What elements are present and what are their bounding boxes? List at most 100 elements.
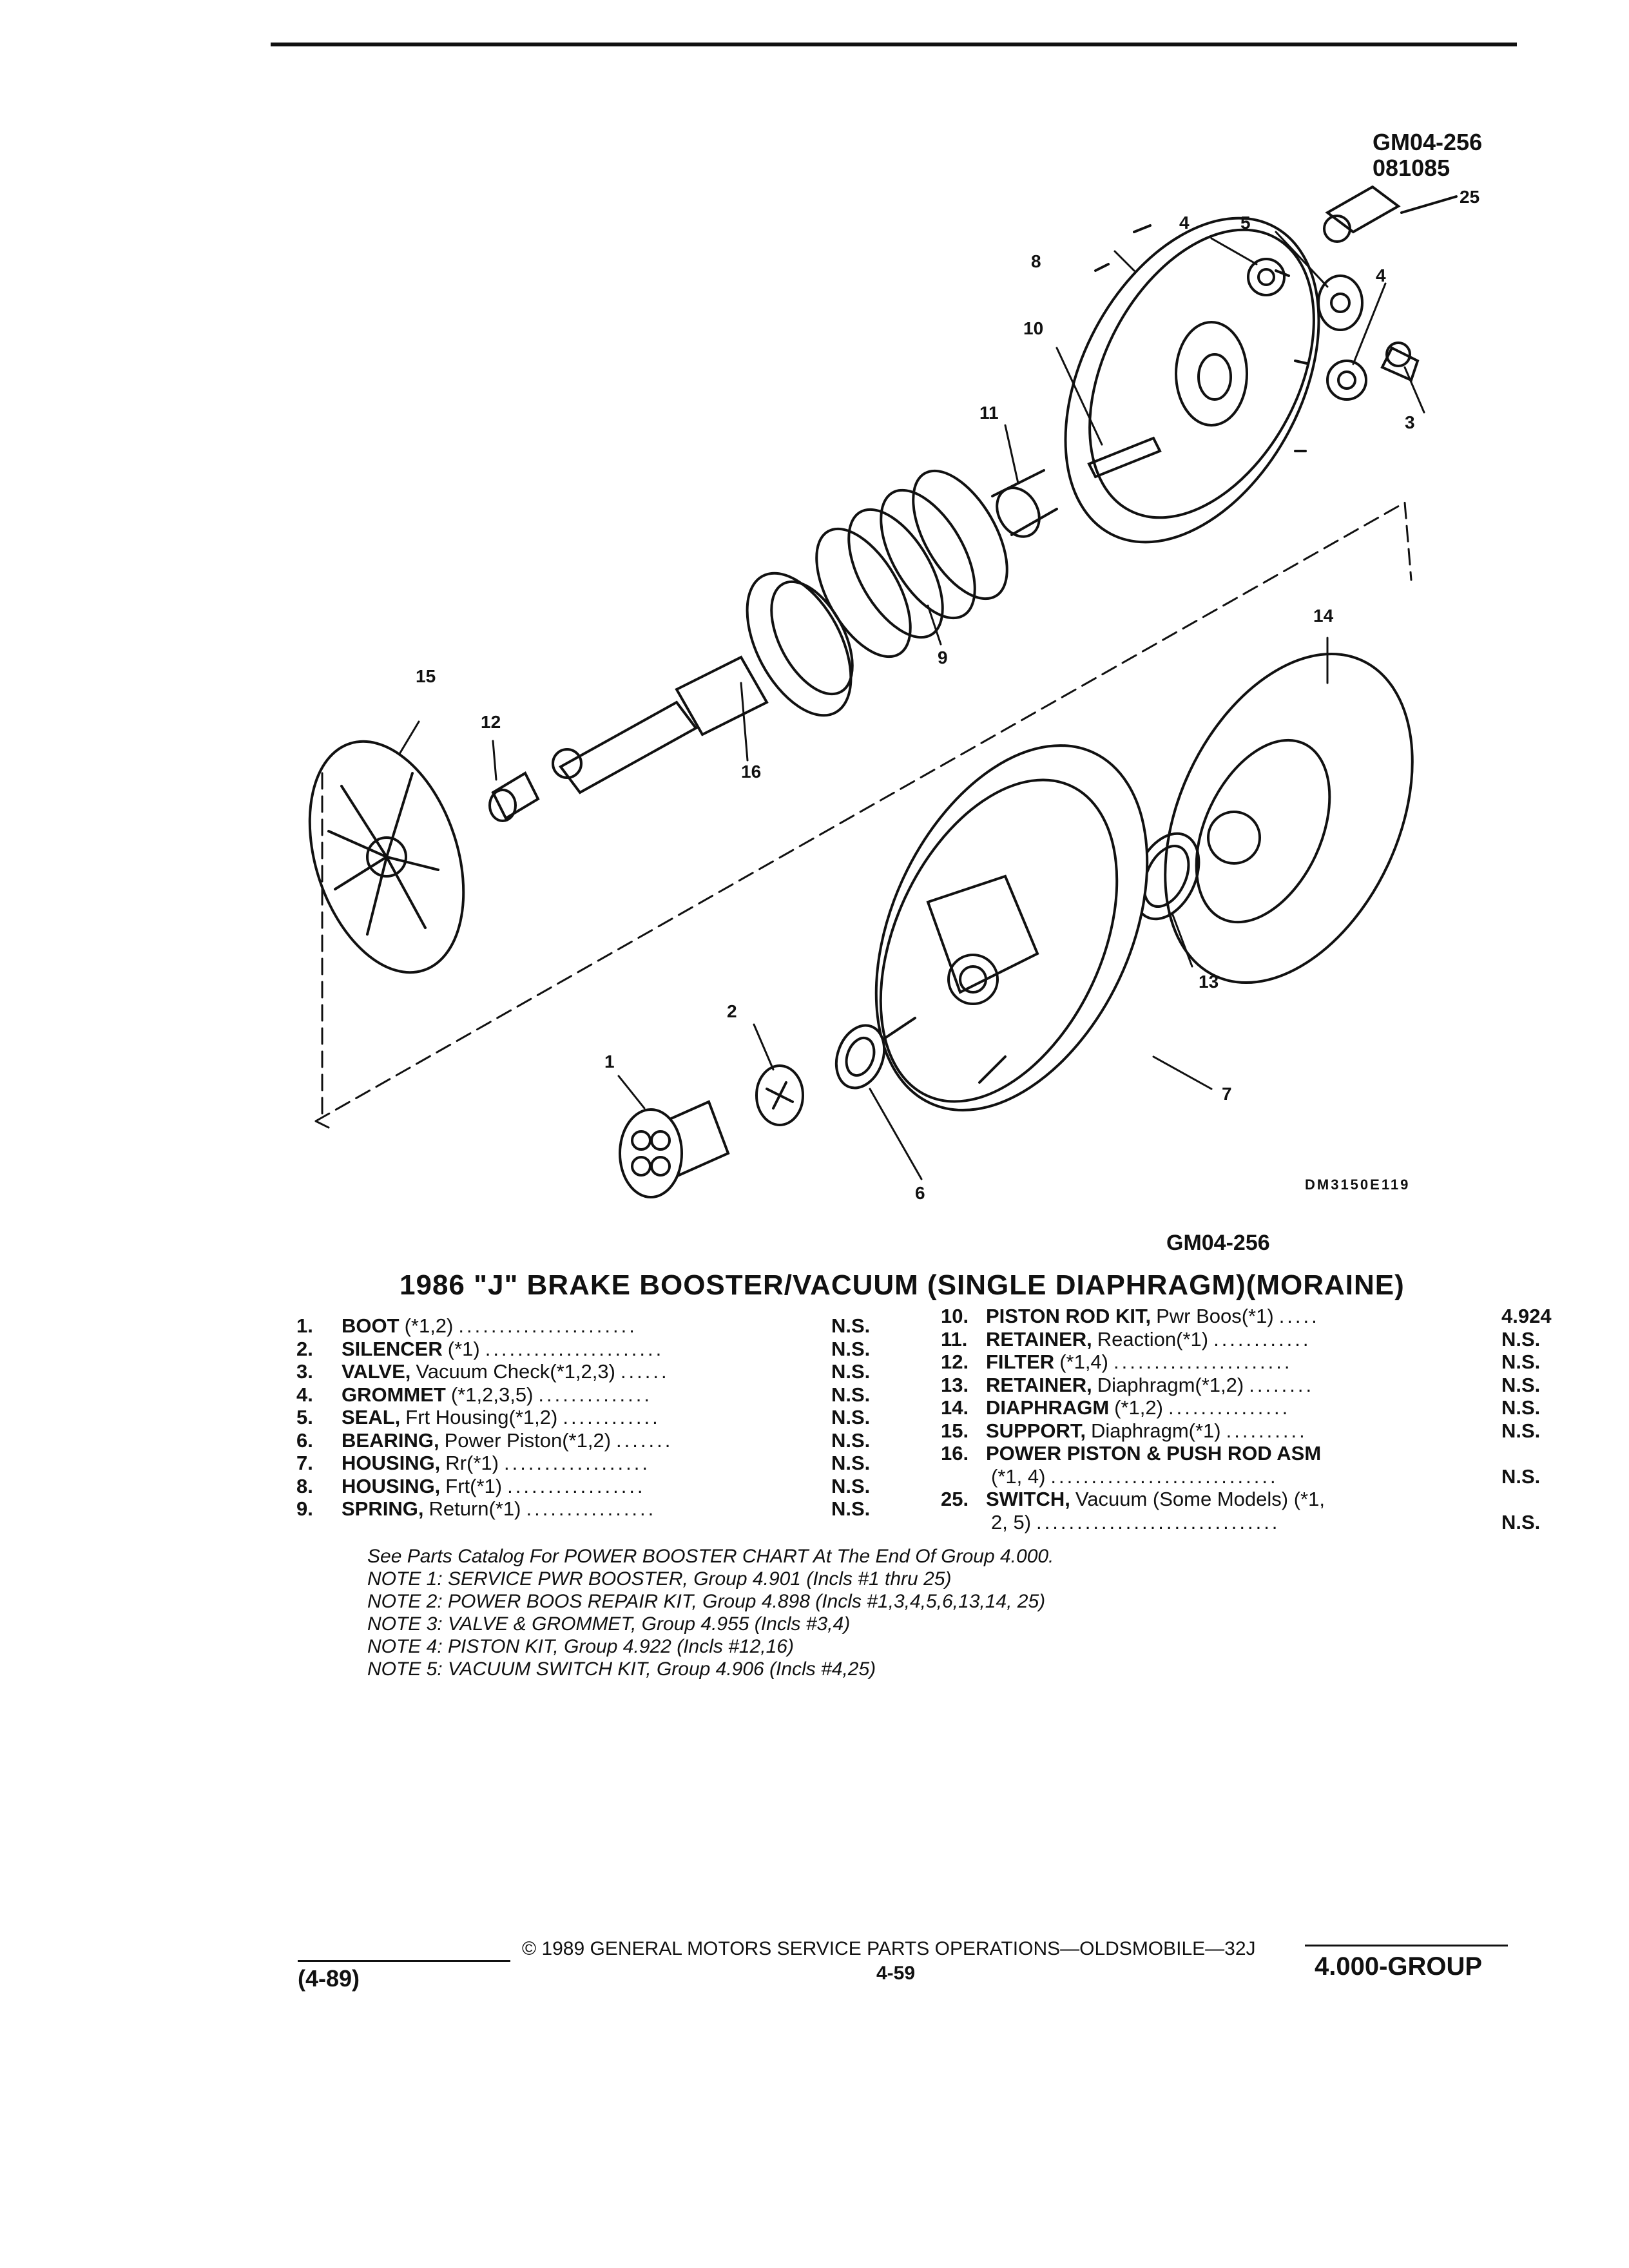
part-name: VALVE, (342, 1360, 411, 1383)
part-leader-dots: ...... (620, 1360, 670, 1383)
part-code: N.S. (1501, 1510, 1541, 1533)
part-row: 3.VALVE,Vacuum Check(*1,2,3)...... (296, 1360, 670, 1383)
callout-10: 10 (1023, 318, 1044, 338)
image-code: DM3150E119 (1305, 1177, 1411, 1193)
note-4: NOTE 4: PISTON KIT, Group 4.922 (Incls #… (367, 1636, 794, 1657)
part-description: Power Piston(*1,2) (444, 1428, 612, 1452)
filter-drawing (488, 771, 540, 822)
front-parts-drawing (619, 1024, 886, 1198)
callout-15: 15 (416, 666, 436, 686)
part-number: 6. (296, 1428, 313, 1452)
part-leader-dots: ............ (1213, 1327, 1311, 1350)
part-name: HOUSING, (342, 1474, 441, 1497)
front-housing-drawing (1064, 216, 1320, 544)
footer-rule-right (1305, 1945, 1508, 1946)
callout-12: 12 (481, 712, 501, 732)
part-description: Diaphragm(*1) (1091, 1419, 1221, 1442)
part-name: SEAL, (342, 1406, 401, 1428)
part-number: 15. (941, 1419, 969, 1442)
part-row: 11. RETAINER,Reaction(*1)............ (941, 1328, 1311, 1350)
part-name: FILTER (986, 1350, 1055, 1373)
part-leader-dots: ...................... (1113, 1350, 1293, 1373)
part-row: 6.BEARING,Power Piston(*1,2)....... (296, 1429, 673, 1452)
part-code: N.S. (831, 1337, 871, 1360)
callout-3: 3 (1405, 412, 1415, 432)
part-leader-dots: ...................... (458, 1314, 637, 1337)
note-2: NOTE 2: POWER BOOS REPAIR KIT, Group 4.8… (367, 1591, 1046, 1612)
callout-25: 25 (1460, 187, 1480, 207)
part-number: 11. (941, 1327, 968, 1350)
footer-copyright: © 1989 GENERAL MOTORS SERVICE PARTS OPER… (522, 1938, 1256, 1959)
part-name: HOUSING, (342, 1452, 441, 1474)
part-number: 16. (941, 1442, 969, 1465)
callout-8: 8 (1031, 251, 1041, 271)
part-name: BOOT (342, 1314, 400, 1337)
power-piston-drawing (552, 572, 854, 794)
notes-block: See Parts Catalog For POWER BOOSTER CHAR… (367, 1545, 1054, 1680)
part-number: 25. (941, 1488, 969, 1510)
part-description: Reaction(*1) (1097, 1327, 1209, 1350)
part-number: 12. (941, 1350, 969, 1373)
part-code: N.S. (831, 1383, 871, 1406)
callout-16: 16 (741, 762, 762, 782)
part-leader-dots: ..... (1278, 1305, 1320, 1327)
part-description: (*1,2) (1114, 1396, 1163, 1419)
part-code: N.S. (1501, 1327, 1541, 1350)
part-leader-dots: .............................. (1036, 1510, 1280, 1533)
part-description: (*1, 4) (991, 1465, 1046, 1488)
part-description: (*1,2,3,5) (450, 1383, 534, 1406)
part-number: 5. (296, 1406, 313, 1428)
callout-13: 13 (1199, 972, 1219, 992)
part-number: 1. (296, 1314, 313, 1337)
part-name: SILENCER (342, 1337, 443, 1360)
part-code: N.S. (1501, 1350, 1541, 1373)
part-description: (*1,2) (404, 1314, 454, 1337)
small-parts-drawing (1247, 185, 1458, 401)
callout-1: 1 (604, 1052, 615, 1072)
part-row: 9.SPRING,Return(*1)................ (296, 1497, 656, 1520)
part-code: N.S. (831, 1474, 871, 1497)
part-name: SUPPORT, (986, 1419, 1086, 1442)
part-row: 8. HOUSING,Frt(*1)................. (296, 1475, 646, 1497)
part-leader-dots: .................. (503, 1452, 650, 1474)
footer-page: 4-59 (876, 1963, 916, 1984)
callout-5: 5 (1240, 213, 1251, 233)
parts-list-right: 10.PISTON ROD KIT,Pwr Boos(*1).....4.924… (941, 1305, 1552, 1550)
part-name: DIAPHRAGM (986, 1396, 1110, 1419)
callout-4b: 4 (1376, 265, 1386, 285)
part-code: N.S. (831, 1497, 871, 1520)
part-leader-dots: ............... (1168, 1396, 1291, 1419)
support-drawing (308, 740, 465, 974)
part-description: Vacuum Check(*1,2,3) (416, 1360, 615, 1383)
part-number: 7. (296, 1452, 313, 1474)
part-row: 5.SEAL,Frt Housing(*1,2)............ (296, 1406, 660, 1428)
part-row: 2.SILENCER(*1)...................... (296, 1338, 664, 1360)
part-row: (*1, 4)............................ (941, 1465, 1278, 1488)
part-leader-dots: ................. (507, 1474, 646, 1497)
part-name: SPRING, (342, 1497, 424, 1520)
part-name: BEARING, (342, 1428, 439, 1452)
note-3: NOTE 3: VALVE & GROMMET, Group 4.955 (In… (367, 1613, 851, 1635)
callout-4: 4 (1179, 213, 1190, 233)
part-leader-dots: .............. (538, 1383, 652, 1406)
part-code: N.S. (1501, 1373, 1541, 1396)
part-number: 8. (296, 1474, 313, 1497)
part-name: RETAINER, (986, 1373, 1092, 1396)
callout-6: 6 (915, 1183, 925, 1203)
part-description: Diaphragm(*1,2) (1097, 1373, 1244, 1396)
part-leader-dots: ........ (1249, 1373, 1315, 1396)
part-code: N.S. (1501, 1396, 1541, 1419)
part-row: 10.PISTON ROD KIT,Pwr Boos(*1)..... (941, 1305, 1320, 1327)
part-row: 25.SWITCH,Vacuum (Some Models) (*1, (941, 1488, 1330, 1510)
footer-group: 4.000-GROUP (1315, 1952, 1483, 1981)
note-catalog: See Parts Catalog For POWER BOOSTER CHAR… (367, 1546, 1054, 1567)
part-name: RETAINER, (986, 1327, 1092, 1350)
part-leader-dots: ................ (526, 1497, 657, 1520)
callout-14: 14 (1313, 606, 1334, 626)
part-description: Frt(*1) (445, 1474, 503, 1497)
part-name: PISTON ROD KIT, (986, 1305, 1152, 1327)
part-code: N.S. (831, 1360, 871, 1383)
part-description: Vacuum (Some Models) (*1, (1075, 1488, 1325, 1510)
part-description: (*1) (447, 1337, 480, 1360)
diaphragm-drawing (1164, 652, 1414, 985)
